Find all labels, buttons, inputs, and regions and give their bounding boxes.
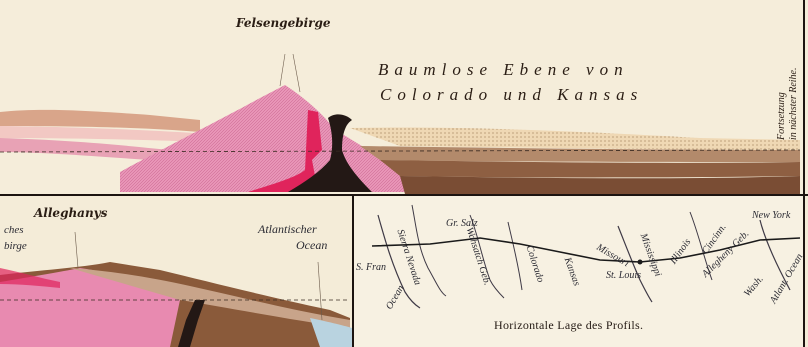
st-louis-dot	[638, 260, 643, 265]
right-border	[803, 0, 805, 347]
partial-label-top: ches	[4, 224, 24, 236]
continuation-line1: Fortsetzung	[776, 92, 787, 140]
map-place-stlouis: St. Louis	[606, 270, 641, 281]
map-place-sfran: S. Fran	[356, 262, 386, 273]
map-divider	[352, 196, 354, 347]
plains-layer-3	[400, 176, 800, 194]
partial-label-bottom: birge	[4, 240, 27, 252]
continuation-line2: in nächster Reihe.	[788, 68, 799, 140]
map-place-newyork: New York	[752, 210, 790, 221]
alleghanys-label: Alleghanys	[34, 206, 107, 220]
plain-label-line2: Colorado und Kansas	[380, 85, 643, 105]
felsengebirge-label: Felsengebirge	[236, 16, 331, 30]
map-caption: Horizontale Lage des Profils.	[494, 318, 643, 333]
section-divider	[0, 194, 808, 196]
ocean-label-line1: Atlantischer	[258, 222, 317, 237]
alleghany-leader	[75, 232, 78, 268]
plain-label-line1: Baumlose Ebene von	[378, 60, 629, 80]
ocean-label-line2: Ocean	[296, 238, 327, 253]
